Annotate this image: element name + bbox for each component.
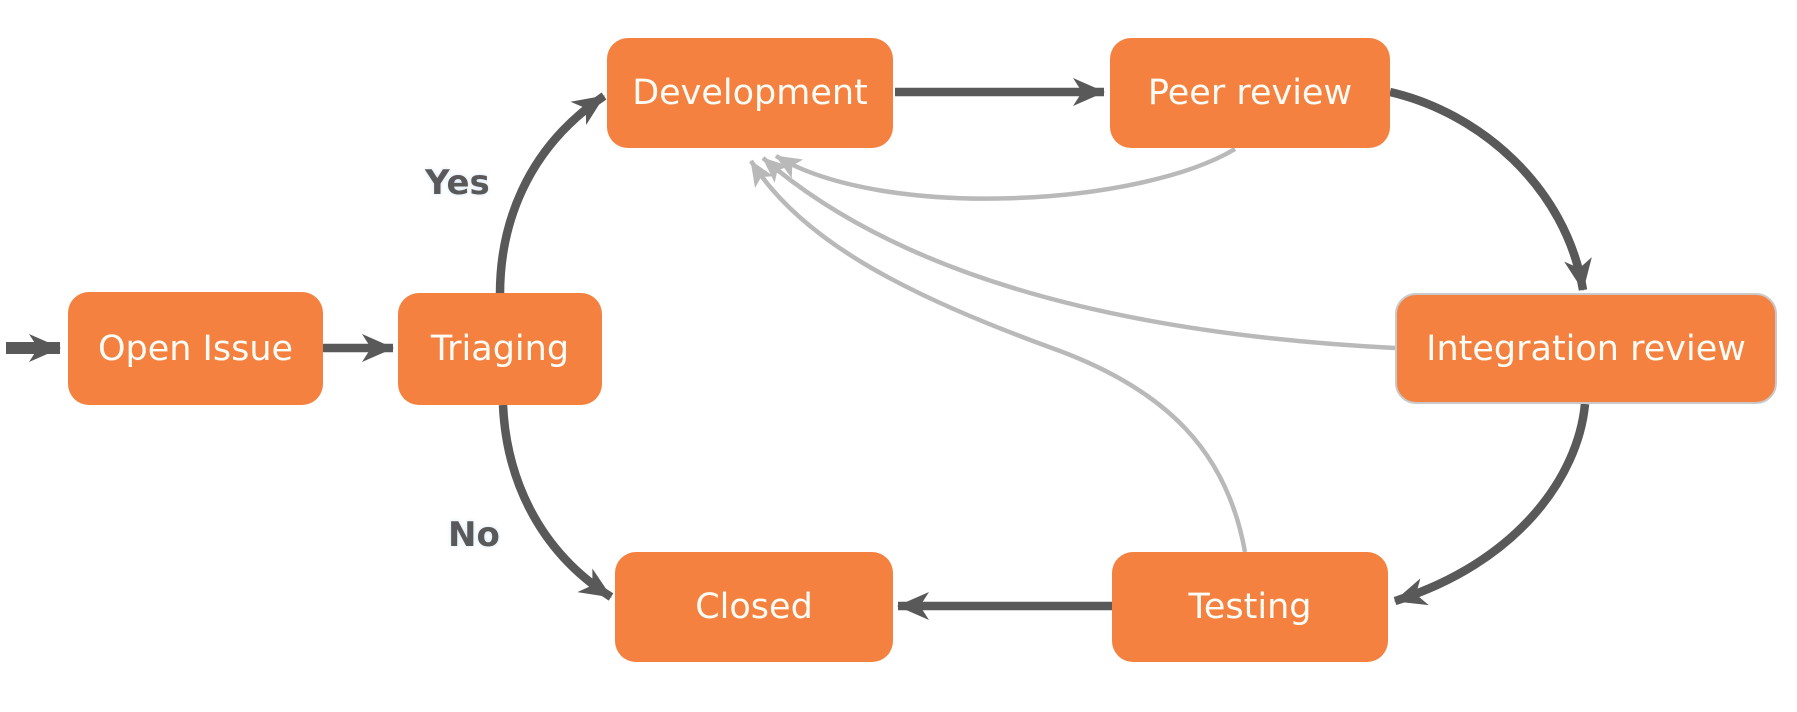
node-closed: Closed (615, 552, 893, 662)
edge-integration-review-to-testing (1393, 403, 1590, 606)
node-integration-review: Integration review (1395, 293, 1777, 404)
edge-triaging-to-development-yes (495, 92, 607, 295)
node-triaging-label: Triaging (430, 329, 570, 369)
node-development: Development (607, 38, 893, 148)
edge-peer-review-to-development (774, 147, 1237, 201)
node-triaging: Triaging (398, 293, 602, 405)
edge-testing-to-development (749, 159, 1248, 553)
node-development-label: Development (632, 73, 868, 113)
edge-label-no: No (448, 515, 500, 555)
edge-peer-review-to-integration-review (1389, 87, 1592, 291)
node-testing-label: Testing (1188, 587, 1312, 627)
node-open-issue: Open Issue (68, 292, 323, 405)
node-open-issue-label: Open Issue (97, 328, 294, 369)
node-peer-review: Peer review (1110, 38, 1390, 148)
edge-triaging-to-closed-no (498, 404, 614, 601)
node-closed-label: Closed (695, 587, 813, 627)
node-integration-review-label: Integration review (1426, 328, 1746, 369)
edge-label-yes: Yes (425, 163, 490, 203)
node-testing: Testing (1112, 552, 1388, 662)
node-peer-review-label: Peer review (1147, 73, 1353, 113)
edge-integration-review-to-development (761, 156, 1396, 351)
